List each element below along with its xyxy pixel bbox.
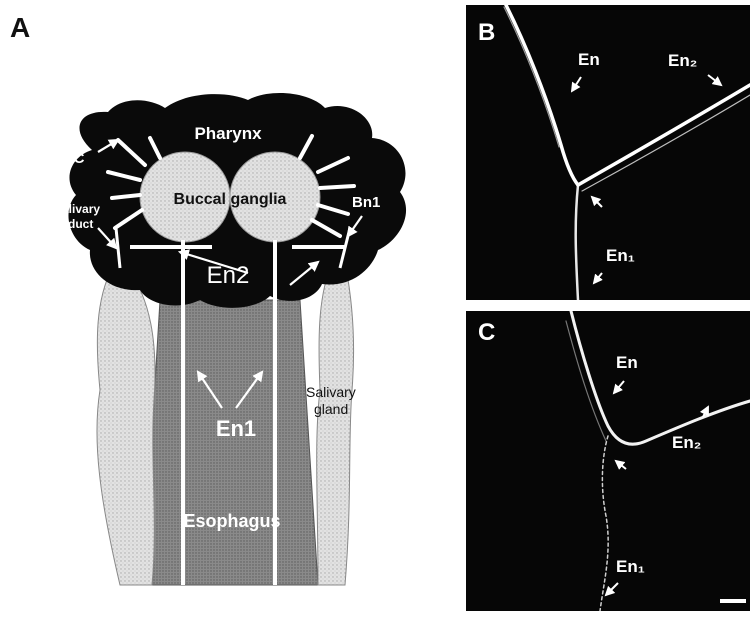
label-en1: En1 bbox=[216, 416, 256, 441]
salivary-gland-left bbox=[97, 268, 155, 585]
label-c-en2: En₂ bbox=[672, 433, 701, 453]
micrograph-panel-b: B En En₂ En₁ bbox=[466, 5, 750, 300]
label-cbc: CBC bbox=[52, 150, 85, 167]
micrograph-panel-c: C En En₂ En₁ bbox=[466, 311, 750, 611]
label-salivary-duct-line2: duct bbox=[68, 217, 93, 231]
panel-letter-b: B bbox=[478, 19, 495, 47]
label-bn1: Bn1 bbox=[352, 194, 380, 211]
label-c-en1: En₁ bbox=[616, 557, 645, 577]
label-salivary-gland-line2: gland bbox=[314, 401, 348, 417]
label-esophagus: Esophagus bbox=[183, 511, 280, 531]
label-en2: En2 bbox=[207, 262, 250, 289]
panel-letter-c: C bbox=[478, 319, 495, 347]
label-b-en2: En₂ bbox=[668, 51, 697, 71]
micrograph-c-nerves bbox=[466, 311, 750, 611]
label-b-en: En bbox=[578, 50, 600, 70]
panel-divider bbox=[466, 300, 750, 311]
scale-bar bbox=[720, 599, 746, 603]
salivary-gland-right bbox=[317, 268, 354, 585]
esophagus-shape bbox=[143, 300, 318, 585]
label-salivary-duct-line1: Salivary bbox=[54, 202, 100, 216]
label-pharynx: Pharynx bbox=[194, 124, 262, 143]
digestive-nerve-diagram: Pharynx CBC Buccal ganglia Bn1 Salivary … bbox=[0, 0, 460, 618]
label-salivary-gland-line1: Salivary bbox=[306, 384, 356, 400]
label-b-en1: En₁ bbox=[606, 246, 635, 266]
label-c-en: En bbox=[616, 353, 638, 373]
b-arrows bbox=[572, 75, 721, 283]
label-buccal-ganglia: Buccal ganglia bbox=[174, 191, 287, 208]
